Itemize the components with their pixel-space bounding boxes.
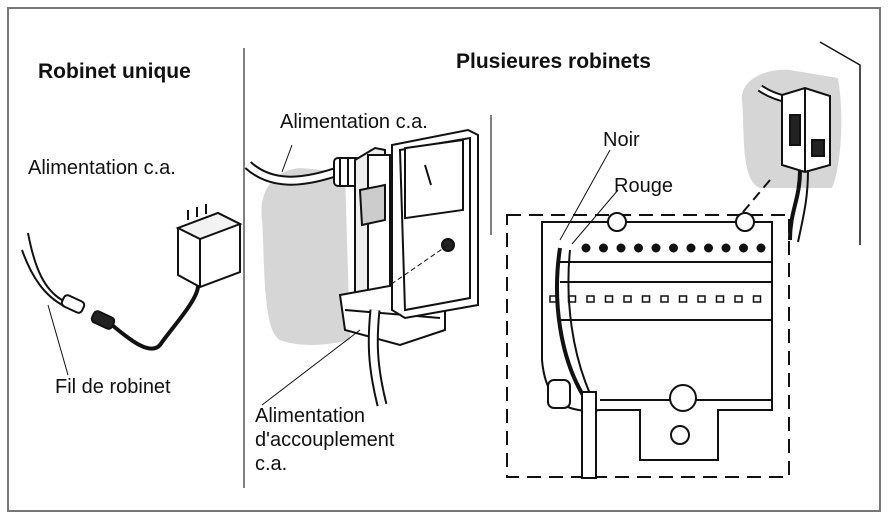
wire-conduit bbox=[581, 391, 597, 479]
valve-wire-b bbox=[21, 249, 65, 307]
valve-wire-leader bbox=[47, 304, 69, 376]
screw-terminal bbox=[704, 243, 713, 253]
detail-frame bbox=[506, 214, 790, 478]
label-red: Rouge bbox=[614, 175, 673, 197]
slot-terminal bbox=[641, 295, 651, 303]
valve-wire-a bbox=[27, 232, 63, 301]
red-leader bbox=[571, 189, 619, 245]
slot-terminal bbox=[752, 295, 762, 303]
terminal-board bbox=[541, 212, 773, 461]
slot-terminal bbox=[604, 295, 614, 303]
wall-corner bbox=[819, 41, 861, 245]
slot-terminal bbox=[734, 295, 743, 303]
screw-terminal bbox=[721, 243, 731, 253]
controller-cover bbox=[391, 128, 479, 320]
screw-terminal bbox=[739, 243, 748, 253]
screw-terminal bbox=[686, 243, 696, 253]
screw-terminal bbox=[669, 243, 678, 253]
label-ac-power-mid: Alimentation c.a. bbox=[280, 111, 428, 133]
slot-terminal bbox=[697, 295, 706, 303]
screw-terminal bbox=[651, 243, 661, 253]
slot-terminal bbox=[715, 295, 725, 303]
plug-in-transformer bbox=[175, 204, 243, 289]
heading-multiple-valves: Plusieures robinets bbox=[456, 50, 651, 73]
screw-terminal bbox=[616, 243, 626, 253]
zoom-leader bbox=[737, 179, 771, 219]
screw-terminals bbox=[581, 243, 766, 253]
wall-cable-bottom bbox=[788, 169, 802, 241]
slot-terminal bbox=[678, 295, 688, 303]
black-wire bbox=[555, 247, 588, 402]
label-coupling-line1: Alimentation bbox=[255, 405, 366, 427]
coupling-leader bbox=[261, 329, 361, 406]
slot-terminal bbox=[660, 295, 669, 303]
screw-terminal bbox=[581, 243, 591, 253]
label-coupling-line3: c.a. bbox=[255, 453, 288, 475]
screw-terminal bbox=[599, 243, 608, 253]
label-valve-wire: Fil de robinet bbox=[55, 376, 171, 398]
wall-shading-mid bbox=[261, 168, 350, 345]
transformer-cable bbox=[110, 285, 200, 351]
slot-terminal bbox=[623, 295, 632, 303]
wall-junction-box bbox=[781, 86, 831, 174]
screw-terminal bbox=[756, 243, 766, 253]
ac-power-mid-leader bbox=[281, 144, 293, 173]
label-black: Noir bbox=[603, 129, 640, 151]
screw-terminal bbox=[634, 243, 643, 253]
label-ac-power-left: Alimentation c.a. bbox=[28, 157, 176, 179]
black-leader bbox=[559, 149, 611, 241]
label-coupling-line2: d'accouplement bbox=[255, 429, 395, 451]
wall-cable-bottom-2 bbox=[797, 169, 809, 243]
slot-terminal bbox=[586, 295, 595, 303]
red-wire bbox=[567, 249, 593, 399]
heading-single-valve: Robinet unique bbox=[38, 60, 191, 83]
valve-wire-connector bbox=[60, 294, 116, 330]
